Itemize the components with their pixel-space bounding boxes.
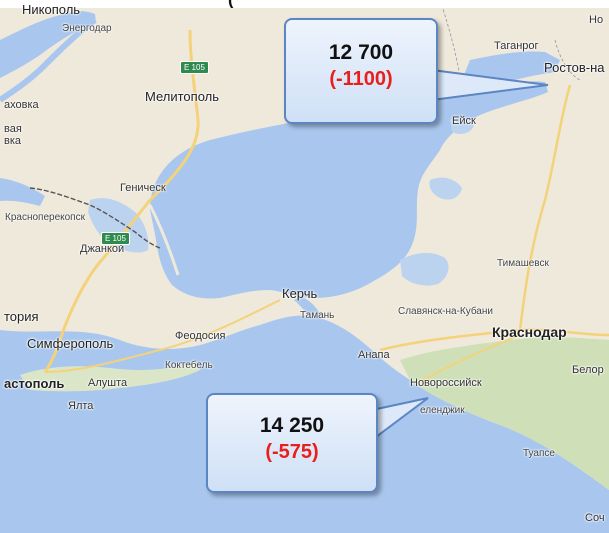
road-coastal — [44, 299, 281, 373]
city-sochi: Соч — [585, 512, 605, 524]
crimea-mountains — [20, 362, 200, 392]
callout-rostov: 12 700 (-1100) — [284, 18, 438, 124]
caucasus-forest — [400, 337, 609, 490]
city-anapa: Анапа — [358, 349, 390, 361]
callout-rostov-value: 12 700 — [328, 41, 394, 64]
kuban-lagoon-2 — [429, 177, 462, 200]
region-border — [439, 0, 581, 91]
city-feodosia: Феодосия — [175, 330, 226, 342]
road-shield-e105-north: E 105 — [180, 61, 209, 74]
city-yalta: Ялта — [68, 400, 94, 412]
city-fragment-vaya: вая — [4, 123, 22, 135]
city-kerch: Керчь — [282, 286, 318, 301]
callout-rostov-change: (-1100) — [329, 68, 393, 90]
city-top-right: Но — [589, 14, 604, 26]
city-kakhovka: аховка — [4, 99, 39, 111]
road-novoros — [414, 334, 521, 386]
title-strip: ( — [0, 0, 609, 8]
sea-of-azov — [150, 81, 548, 299]
state-border — [29, 187, 161, 249]
city-dzhankoy: Джанкой — [80, 243, 125, 255]
city-evpatoria: тория — [4, 309, 39, 324]
city-fragment-vka: вка — [4, 135, 22, 147]
city-slavyansk: Славянск-на-Кубани — [398, 306, 493, 317]
city-taganrog: Таганрог — [494, 40, 539, 52]
road-shield-e105-south: E 105 — [101, 232, 130, 245]
city-krasnoperekopsk: Красноперекопск — [5, 212, 85, 223]
city-yeysk: Ейск — [452, 115, 476, 127]
callout-1-pointer — [431, 68, 549, 102]
karkinit-gulf — [0, 178, 45, 206]
road-e105 — [43, 29, 200, 373]
callout-novorossiysk-change: (-575) — [265, 441, 319, 463]
city-genichesk: Геническ — [120, 182, 166, 194]
city-timashevsk: Тимашевск — [497, 258, 549, 269]
kuban-lagoon — [400, 252, 449, 286]
city-sevastopol: астополь — [4, 376, 65, 391]
city-melitopol: Мелитополь — [145, 89, 220, 104]
callout-2-pointer — [371, 397, 429, 442]
dnieper-river — [0, 17, 97, 103]
road-north — [518, 84, 572, 331]
city-tuapse: Туапсе — [523, 448, 555, 459]
kerch-strait — [294, 296, 322, 322]
city-alushta: Алушта — [88, 377, 128, 389]
city-krasnodar: Краснодар — [492, 324, 567, 340]
city-belorechensk: Белор — [572, 364, 604, 376]
city-rostov: Ростов-на — [544, 60, 605, 75]
city-gelendzhik: еленджик — [420, 405, 465, 416]
city-nikopol: Никополь — [22, 2, 81, 17]
title-fragment: ( — [228, 0, 234, 8]
city-koktebel: Коктебель — [165, 360, 213, 371]
city-energodar: Энергодар — [62, 23, 112, 34]
city-taman: Тамань — [300, 310, 335, 321]
city-simferopol: Симферополь — [27, 336, 114, 351]
kuban-lagoon-3 — [450, 118, 474, 134]
city-novorossiysk: Новороссийск — [410, 377, 482, 389]
arabat-spit — [148, 204, 180, 276]
dnieper-reservoir — [0, 11, 96, 78]
callout-novorossiysk-value: 14 250 — [259, 414, 325, 437]
callout-novorossiysk: 14 250 (-575) — [206, 393, 378, 493]
road-krasnodar — [379, 328, 609, 352]
